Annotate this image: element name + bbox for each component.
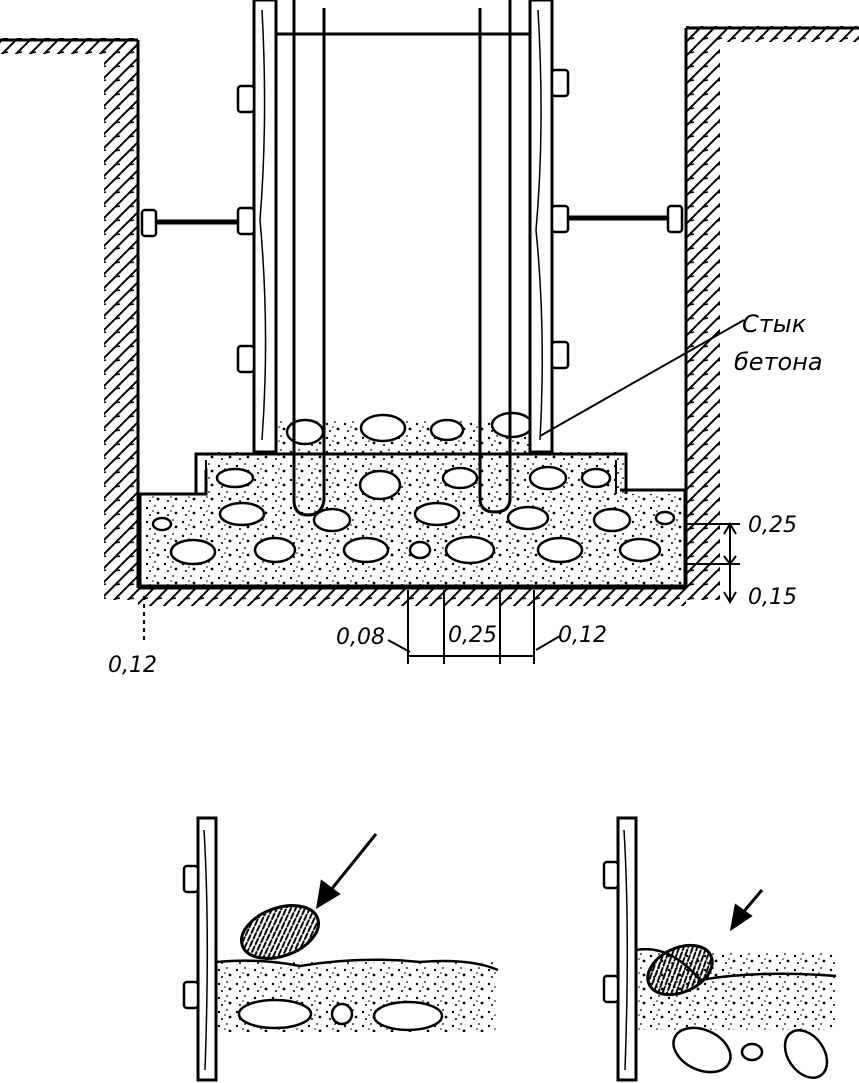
concrete-joint-leader: [539, 319, 745, 437]
dim-gap-left: 0,08: [336, 625, 385, 650]
dim-layer-bottom: 0,15: [748, 585, 797, 610]
falling-stone-left: [240, 904, 320, 960]
joint-label-line1: Стык: [742, 310, 807, 338]
dimension-right: [686, 522, 740, 604]
dim-gap-right: 0,12: [558, 623, 607, 648]
dim-left-offset: 0,12: [108, 653, 157, 678]
rebar-loops: [292, 0, 512, 517]
formwork-left: [252, 0, 278, 454]
trench-wall-left: [104, 40, 140, 600]
detail-left: [182, 816, 499, 1082]
struts: [156, 215, 668, 225]
falling-stone-right: [646, 943, 714, 997]
detail-right: [602, 816, 837, 1082]
formwork-right: [528, 0, 554, 454]
main-section: [0, 0, 859, 664]
detail-right-stones: [672, 1026, 829, 1079]
dim-layer-top: 0,25: [748, 513, 797, 538]
trench-bottom: [138, 586, 686, 606]
formwork-cleats: [140, 68, 684, 374]
dim-gap-mid: 0,25: [448, 623, 497, 648]
joint-label-line2: бетона: [734, 348, 823, 376]
arrow-right: [729, 889, 764, 932]
aggregate-stones: [151, 411, 676, 566]
arrow-left: [315, 833, 378, 909]
trench-wall-right: [684, 28, 720, 600]
detail-left-stones: [237, 998, 444, 1032]
dimension-bottom: [387, 590, 561, 664]
